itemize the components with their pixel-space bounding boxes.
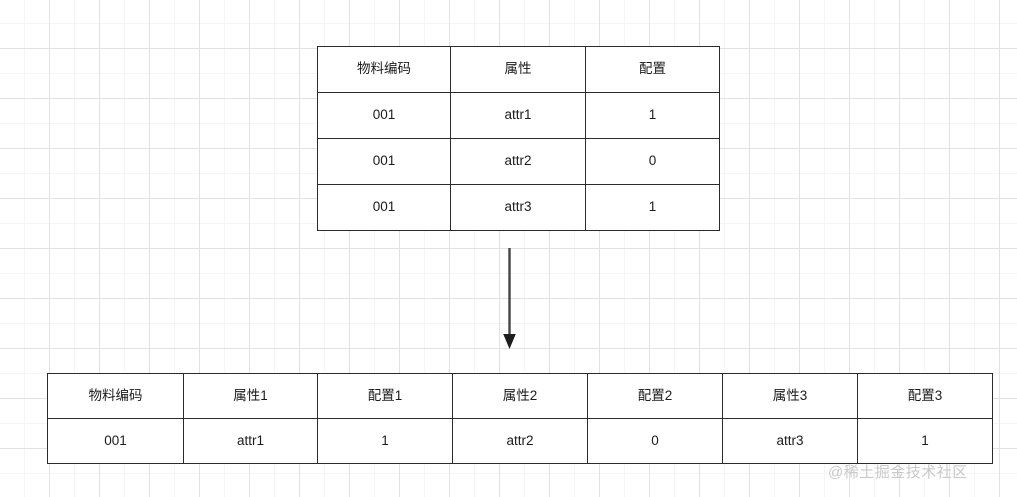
source-cell-attr-1: attr1 — [450, 92, 586, 139]
source-cell-code-3: 001 — [317, 184, 451, 231]
source-table: 物料编码 属性 配置 001 attr1 1 001 attr2 0 001 a… — [317, 46, 720, 231]
result-cell-config-2: 0 — [587, 418, 723, 464]
result-header-material-code: 物料编码 — [47, 373, 184, 419]
source-cell-attr-3: attr3 — [450, 184, 586, 231]
result-cell-attribute-1: attr1 — [183, 418, 318, 464]
transform-arrow-icon — [497, 248, 523, 352]
table-row: 001 attr1 1 attr2 0 attr3 1 — [47, 418, 993, 464]
result-cell-config-3: 1 — [857, 418, 993, 464]
result-header-attribute-1: 属性1 — [183, 373, 318, 419]
result-header-config-1: 配置1 — [317, 373, 453, 419]
table-row: 001 attr2 0 — [317, 138, 720, 185]
result-cell-config-1: 1 — [317, 418, 453, 464]
result-header-config-3: 配置3 — [857, 373, 993, 419]
watermark: @稀土掘金技术社区 — [828, 464, 968, 481]
source-cell-config-3: 1 — [585, 184, 720, 231]
result-cell-material-code: 001 — [47, 418, 184, 464]
result-header-attribute-3: 属性3 — [722, 373, 858, 419]
source-cell-code-2: 001 — [317, 138, 451, 185]
result-cell-attribute-2: attr2 — [452, 418, 588, 464]
source-cell-code-1: 001 — [317, 92, 451, 139]
result-header-attribute-2: 属性2 — [452, 373, 588, 419]
source-header-material-code: 物料编码 — [317, 46, 451, 93]
table-header-row: 物料编码 属性1 配置1 属性2 配置2 属性3 配置3 — [47, 373, 993, 419]
result-header-config-2: 配置2 — [587, 373, 723, 419]
source-header-attribute: 属性 — [450, 46, 586, 93]
source-header-config: 配置 — [585, 46, 720, 93]
source-cell-config-2: 0 — [585, 138, 720, 185]
source-cell-config-1: 1 — [585, 92, 720, 139]
result-cell-attribute-3: attr3 — [722, 418, 858, 464]
result-table: 物料编码 属性1 配置1 属性2 配置2 属性3 配置3 001 attr1 1… — [47, 373, 993, 464]
table-row: 001 attr3 1 — [317, 184, 720, 231]
table-header-row: 物料编码 属性 配置 — [317, 46, 720, 93]
source-cell-attr-2: attr2 — [450, 138, 586, 185]
table-row: 001 attr1 1 — [317, 92, 720, 139]
